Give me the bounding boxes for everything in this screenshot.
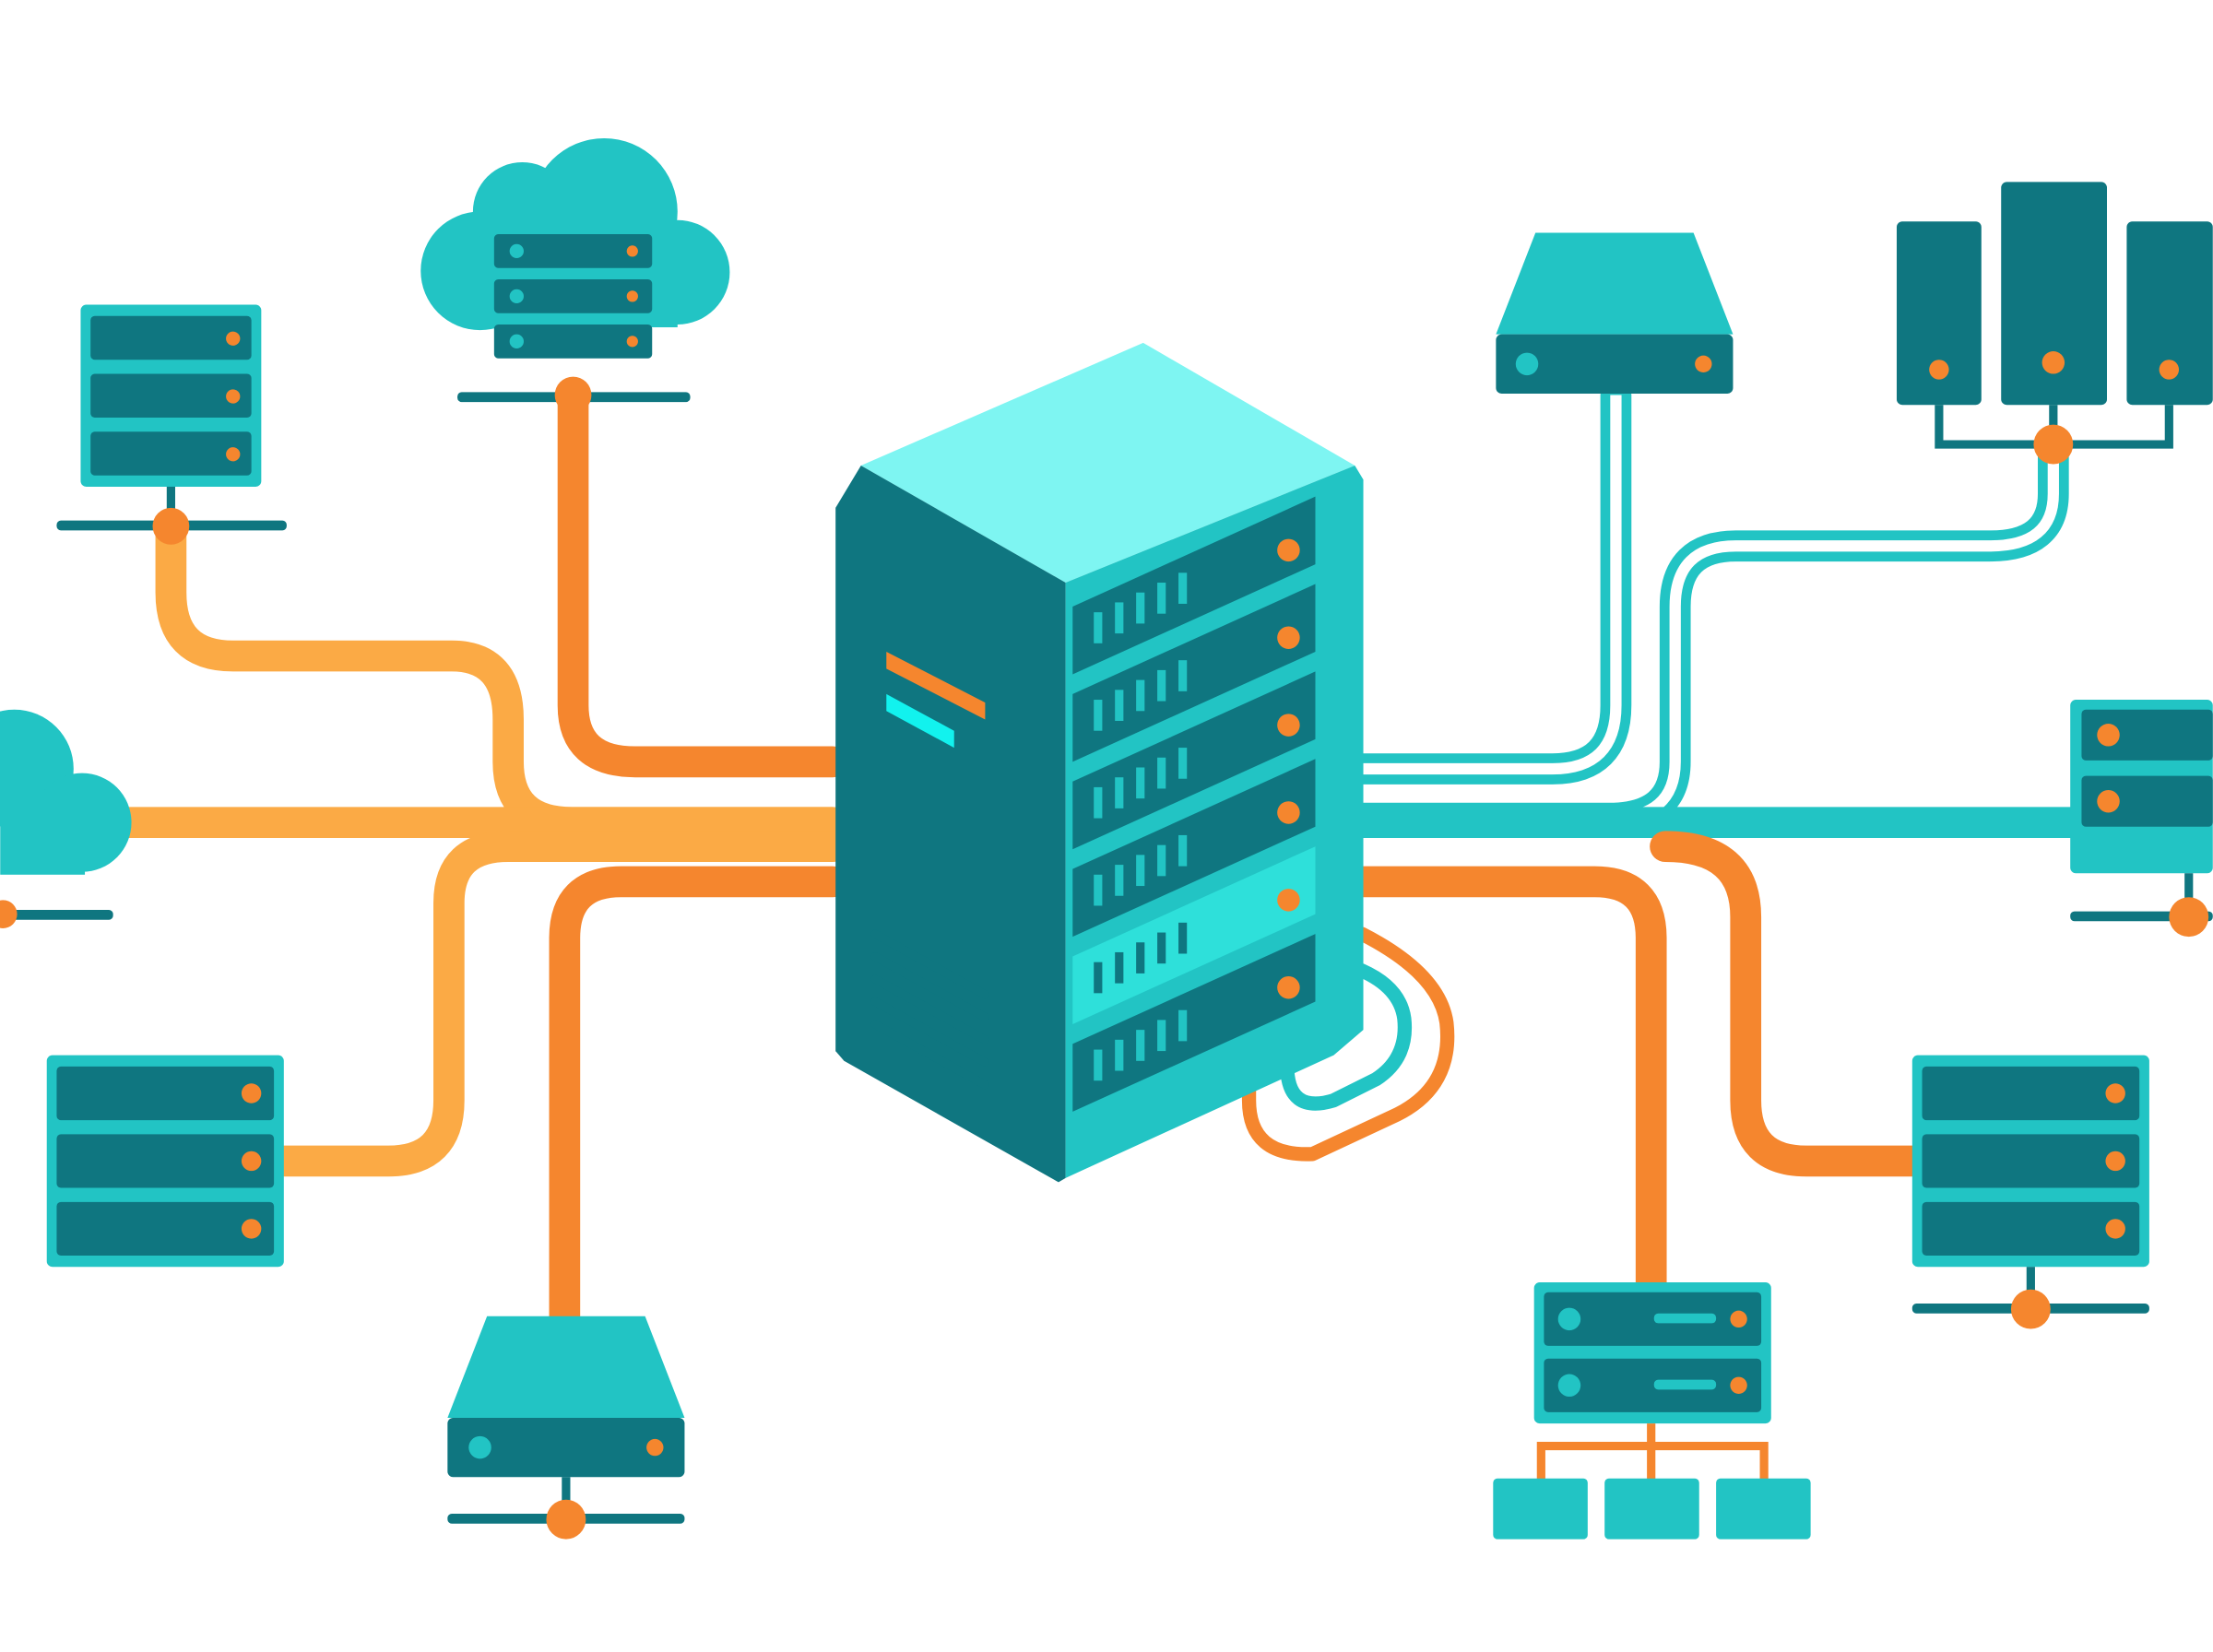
rack-unit-slot — [1157, 583, 1166, 614]
rack-unit — [1072, 759, 1316, 938]
cloud-server-icon — [420, 137, 730, 414]
rack-unit — [1072, 584, 1316, 762]
rack-unit-led — [1277, 538, 1300, 562]
rack-unit-led — [1277, 975, 1300, 999]
line-top-router — [1346, 379, 1632, 785]
rack-unit — [1072, 496, 1316, 675]
rack-unit-led — [1277, 626, 1300, 649]
rack-unit-slot — [1094, 786, 1103, 819]
cloud-server-icon — [0, 709, 132, 928]
rack-server-icon — [56, 304, 287, 545]
rack-unit-slot — [1115, 690, 1124, 721]
rack-unit-slot — [1136, 767, 1145, 799]
line-bottom-switch — [1346, 866, 1667, 1300]
rack-unit-slot — [1094, 700, 1103, 731]
rack-unit-slot — [1094, 874, 1103, 906]
rack-units — [1072, 496, 1316, 1112]
rack-unit-slot — [1178, 572, 1188, 604]
rack-unit-slot — [1157, 1020, 1166, 1052]
line-bottom-left-server — [266, 831, 848, 1177]
rack-unit-slot — [1178, 922, 1188, 954]
router-icon — [1496, 232, 1734, 394]
rack-unit-slot — [1094, 612, 1103, 643]
rack-unit-led — [1277, 801, 1300, 824]
line-top-left-server — [155, 510, 848, 839]
rack-unit-slot — [1157, 669, 1166, 702]
line-bottom-router — [549, 866, 848, 1335]
rack-unit-slot — [1178, 1009, 1188, 1042]
rack-unit-slot — [1115, 951, 1124, 984]
rack-unit-slot — [1094, 962, 1103, 994]
tower-servers-icon — [1896, 182, 2213, 465]
vent-slots — [870, 929, 989, 1090]
rack-server-icon — [46, 1055, 284, 1268]
network-switch-icon — [1493, 1282, 1811, 1540]
rack-unit-slot — [1136, 592, 1145, 624]
rack-unit-slot — [1157, 757, 1166, 789]
router-icon — [447, 1316, 685, 1540]
rack-unit-slot — [1178, 834, 1188, 867]
rack-server-icon — [1911, 1055, 2149, 1329]
rack-unit-led — [1277, 714, 1300, 737]
rack-unit-slot — [1136, 942, 1145, 974]
rack-unit-slot — [1136, 855, 1145, 887]
rack-unit-slot — [1094, 1049, 1103, 1081]
rack-unit-slot — [1136, 679, 1145, 712]
rack-unit-slot — [1157, 844, 1166, 877]
rack-server-icon — [2070, 700, 2213, 938]
rack-unit-led — [1277, 889, 1300, 912]
rack-unit-slot — [1136, 1030, 1145, 1061]
rack-unit-slot — [1178, 660, 1188, 691]
rack-unit — [1072, 934, 1316, 1112]
rack-unit-slot — [1178, 748, 1188, 779]
line-bottom-right-server — [1650, 831, 1928, 1177]
rack-unit — [1072, 846, 1316, 1025]
rack-unit-slot — [1115, 1039, 1124, 1071]
rack-unit-slot — [1115, 602, 1124, 634]
connection-lines — [97, 379, 2090, 1335]
rack-unit — [1072, 671, 1316, 850]
rack-unit-slot — [1157, 932, 1166, 964]
rack-unit-slot — [1115, 777, 1124, 808]
line-top-cloud — [557, 379, 848, 778]
central-server-rack-icon — [835, 342, 1364, 1183]
rack-unit-slot — [1115, 865, 1124, 896]
